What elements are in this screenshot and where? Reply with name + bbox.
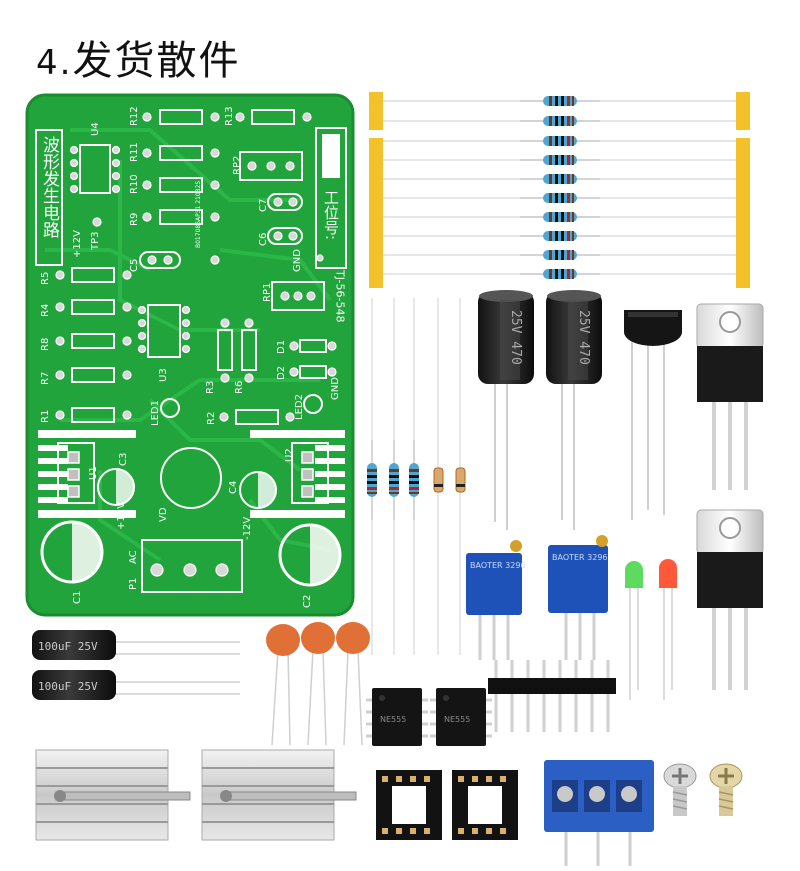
silk-r13: R13 [224, 106, 235, 126]
silk-u4: U4 [90, 122, 101, 136]
silk-date-code: B017086AP31 210825 [195, 181, 202, 248]
pcb-board: 波形发生电路 工位号: TJ-56-548 [25, 93, 355, 617]
ic-socket-2 [452, 770, 518, 840]
page-title: 4.发货散件 [36, 28, 240, 86]
silk-r9: R9 [129, 213, 140, 226]
silk-gnd-top: GND [292, 249, 303, 272]
silk-r1: R1 [40, 410, 51, 423]
cap-large-1-label: 25V 470 [508, 310, 523, 365]
pcb-station: 工位号: [322, 190, 340, 240]
screw-terminal-block [544, 760, 654, 866]
screws [663, 763, 743, 816]
silk-plus12v: +12V [72, 230, 83, 258]
loose-wires [371, 298, 461, 655]
silk-ac: AC [128, 550, 139, 564]
silk-c7: C7 [258, 199, 269, 212]
silk-c4: C4 [228, 481, 239, 494]
silk-u2: U2 [284, 448, 295, 462]
silk-u1: U1 [88, 466, 99, 480]
diodes [433, 467, 466, 493]
silk-r10: R10 [129, 174, 140, 194]
silk-rp1: RP1 [262, 283, 273, 302]
cap-small-2-label: 100uF 25V [38, 680, 98, 693]
pot-1-label: BAOTER 3296 [470, 561, 526, 570]
silk-c5: C5 [129, 259, 140, 272]
heatsink-2 [201, 749, 357, 841]
silk-c2: C2 [302, 595, 313, 608]
silk-r6: R6 [234, 381, 245, 394]
pot-2-label: BAOTER 3296 [552, 553, 608, 562]
silk-led1: LED1 [150, 400, 161, 426]
title-text: 发货散件 [72, 38, 241, 84]
voltage-regulator-2 [696, 509, 764, 690]
trimmer-potentiometer-2: BAOTER 3296 [548, 535, 608, 660]
silk-d2: D2 [276, 366, 287, 380]
cap-small-1-label: 100uF 25V [38, 640, 98, 653]
silk-minus12v: -12V [242, 517, 253, 540]
silk-r4: R4 [40, 304, 51, 317]
silk-r11: R11 [129, 142, 140, 162]
pcb-code: TJ-56-548 [334, 269, 347, 323]
silk-r2: R2 [206, 412, 217, 425]
silk-r12: R12 [129, 106, 140, 126]
chip-1-label: NE555 [380, 715, 406, 724]
silk-r8: R8 [40, 338, 51, 351]
trimmer-potentiometer-1: BAOTER 3296 [466, 540, 526, 660]
silk-c1: C1 [72, 591, 83, 604]
silk-c6: C6 [258, 233, 269, 246]
silk-u3: U3 [158, 368, 169, 382]
silk-r5: R5 [40, 272, 51, 285]
rectifier-bridge [624, 310, 682, 520]
silk-rp2: RP2 [232, 156, 243, 175]
silk-r7: R7 [40, 372, 51, 385]
electrolytic-capacitors-large: 25V 470 25V 470 [478, 290, 602, 530]
silk-r3: R3 [205, 381, 216, 394]
silk-led2: LED2 [294, 394, 305, 420]
title-number: 4. [36, 43, 73, 83]
dip-chip-2: NE555 [430, 688, 492, 746]
silk-vd: VD [158, 507, 169, 522]
resistor-strip [369, 92, 750, 288]
led-red [659, 559, 677, 700]
silk-d1: D1 [276, 340, 287, 354]
pcb-name: 波形发生电路 [39, 136, 60, 238]
ic-socket-1 [376, 770, 442, 840]
cap-large-2-label: 25V 470 [576, 310, 591, 365]
chip-2-label: NE555 [444, 715, 470, 724]
silk-plus12v-bottom: +12V [116, 502, 127, 530]
silk-gnd-bottom: GND [330, 377, 341, 400]
electrolytic-capacitors-small: 100uF 25V 100uF 25V [32, 630, 240, 700]
heatsink-1 [35, 749, 191, 841]
silk-c3: C3 [118, 453, 129, 466]
ceramic-capacitors [266, 622, 370, 746]
silk-tp3: TP3 [90, 231, 101, 251]
dip-chip-1: NE555 [366, 688, 428, 746]
led-green [625, 561, 643, 700]
silk-p1: P1 [128, 578, 139, 590]
pin-header [488, 660, 616, 732]
loose-resistors [366, 439, 420, 521]
voltage-regulator-1 [696, 303, 764, 490]
